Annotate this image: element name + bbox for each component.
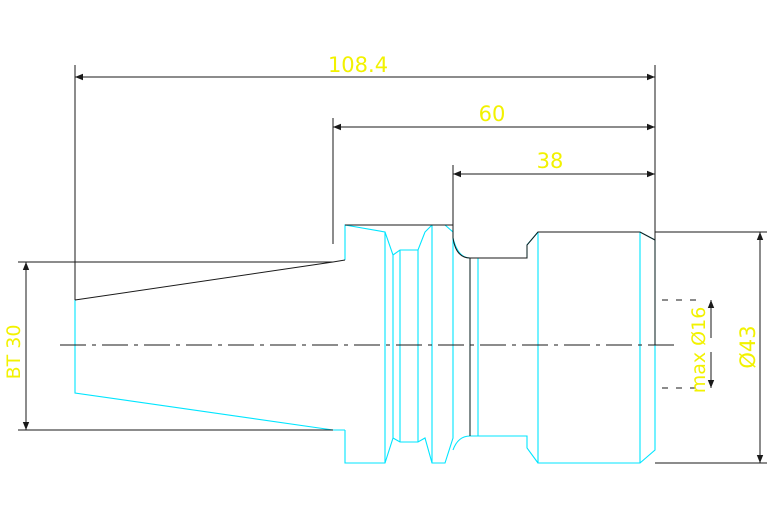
- edge-lines: [74, 224, 656, 436]
- flange-top-edge: [345, 224, 454, 238]
- length-38-label: 38: [537, 149, 564, 173]
- dimension-38: 38: [452, 149, 655, 238]
- overall-length-label: 108.4: [328, 53, 388, 77]
- length-60-label: 60: [479, 102, 506, 126]
- neck-top-edge: [452, 231, 656, 259]
- taper-cone: [74, 300, 345, 431]
- part-outline: [74, 224, 656, 464]
- taper-top-edge: [74, 259, 346, 301]
- shank: [537, 231, 656, 464]
- dimension-diameter: Ø43: [655, 231, 767, 464]
- dimension-108: 108.4: [74, 53, 656, 300]
- bore-label: max Ø16: [688, 307, 710, 394]
- dimension-bore: max Ø16: [662, 299, 715, 394]
- v-groove: [392, 224, 454, 464]
- neck: [452, 231, 539, 464]
- outer-diameter-label: Ø43: [736, 325, 760, 368]
- dimension-60: 60: [332, 102, 655, 244]
- taper-label: BT 30: [3, 325, 25, 380]
- dimension-bt30: BT 30: [3, 261, 333, 431]
- flange: [344, 224, 394, 464]
